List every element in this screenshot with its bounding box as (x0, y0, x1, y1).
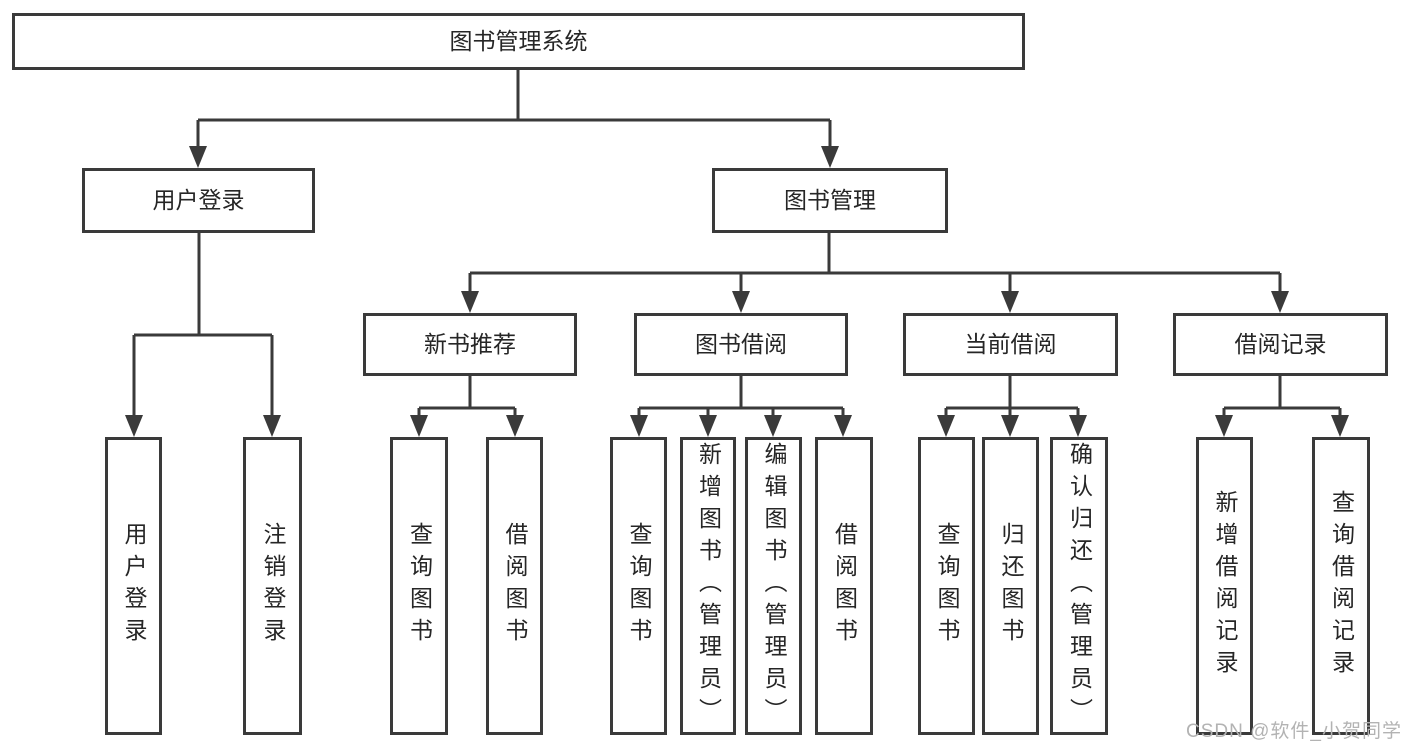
node-borrow-records: 借阅记录 (1173, 313, 1388, 376)
leaf-query-borrow-record-label: 查询借阅记录 (1328, 490, 1355, 682)
connector-lines (132, 70, 1342, 417)
leaf-edit-book-admin-label: 编辑图书（管理员） (761, 442, 787, 730)
node-new-book-recommend: 新书推荐 (363, 313, 577, 376)
leaf-logout-label: 注销登录 (260, 522, 286, 650)
leaf-user-login-label: 用户登录 (121, 522, 147, 650)
leaf-add-borrow-record: 新增借阅记录 (1196, 437, 1253, 735)
leaf-query-books-borrow-label: 查询图书 (626, 522, 652, 650)
node-book-borrow-label: 图书借阅 (695, 331, 787, 357)
leaf-add-book-admin-label: 新增图书（管理员） (695, 442, 722, 730)
leaf-return-book: 归还图书 (982, 437, 1039, 735)
leaf-user-login: 用户登录 (105, 437, 162, 735)
node-current-borrow: 当前借阅 (903, 313, 1118, 376)
leaf-add-borrow-record-label: 新增借阅记录 (1212, 490, 1238, 682)
leaf-query-books-current-label: 查询图书 (934, 522, 960, 650)
watermark: CSDN @软件_小贺同学 (1186, 721, 1402, 742)
leaf-return-book-label: 归还图书 (998, 522, 1024, 650)
leaf-query-books-borrow: 查询图书 (610, 437, 667, 735)
leaf-logout: 注销登录 (243, 437, 302, 735)
leaf-borrow-books-recommend: 借阅图书 (486, 437, 543, 735)
leaf-confirm-return-admin: 确认归还（管理员） (1050, 437, 1108, 735)
leaf-borrow-books-2-label: 借阅图书 (831, 522, 858, 650)
node-new-book-recommend-label: 新书推荐 (424, 331, 516, 357)
leaf-borrow-books-recommend-label: 借阅图书 (502, 522, 528, 650)
leaf-add-book-admin: 新增图书（管理员） (680, 437, 736, 735)
leaf-confirm-return-admin-label: 确认归还（管理员） (1066, 442, 1093, 730)
node-library-system: 图书管理系统 (12, 13, 1025, 70)
leaf-borrow-books-2: 借阅图书 (815, 437, 873, 735)
leaf-edit-book-admin: 编辑图书（管理员） (745, 437, 802, 735)
leaf-query-borrow-record: 查询借阅记录 (1312, 437, 1370, 735)
node-book-management: 图书管理 (712, 168, 948, 233)
node-book-management-label: 图书管理 (784, 187, 876, 213)
leaf-query-books-recommend-label: 查询图书 (406, 522, 433, 650)
leaf-query-books-recommend: 查询图书 (390, 437, 448, 735)
node-library-system-label: 图书管理系统 (449, 28, 588, 54)
arrow-heads (125, 146, 1349, 437)
node-user-login: 用户登录 (82, 168, 315, 233)
node-borrow-records-label: 借阅记录 (1234, 331, 1327, 357)
leaf-query-books-current: 查询图书 (918, 437, 975, 735)
node-current-borrow-label: 当前借阅 (964, 331, 1057, 357)
node-user-login-label: 用户登录 (152, 187, 245, 213)
node-book-borrow: 图书借阅 (634, 313, 848, 376)
